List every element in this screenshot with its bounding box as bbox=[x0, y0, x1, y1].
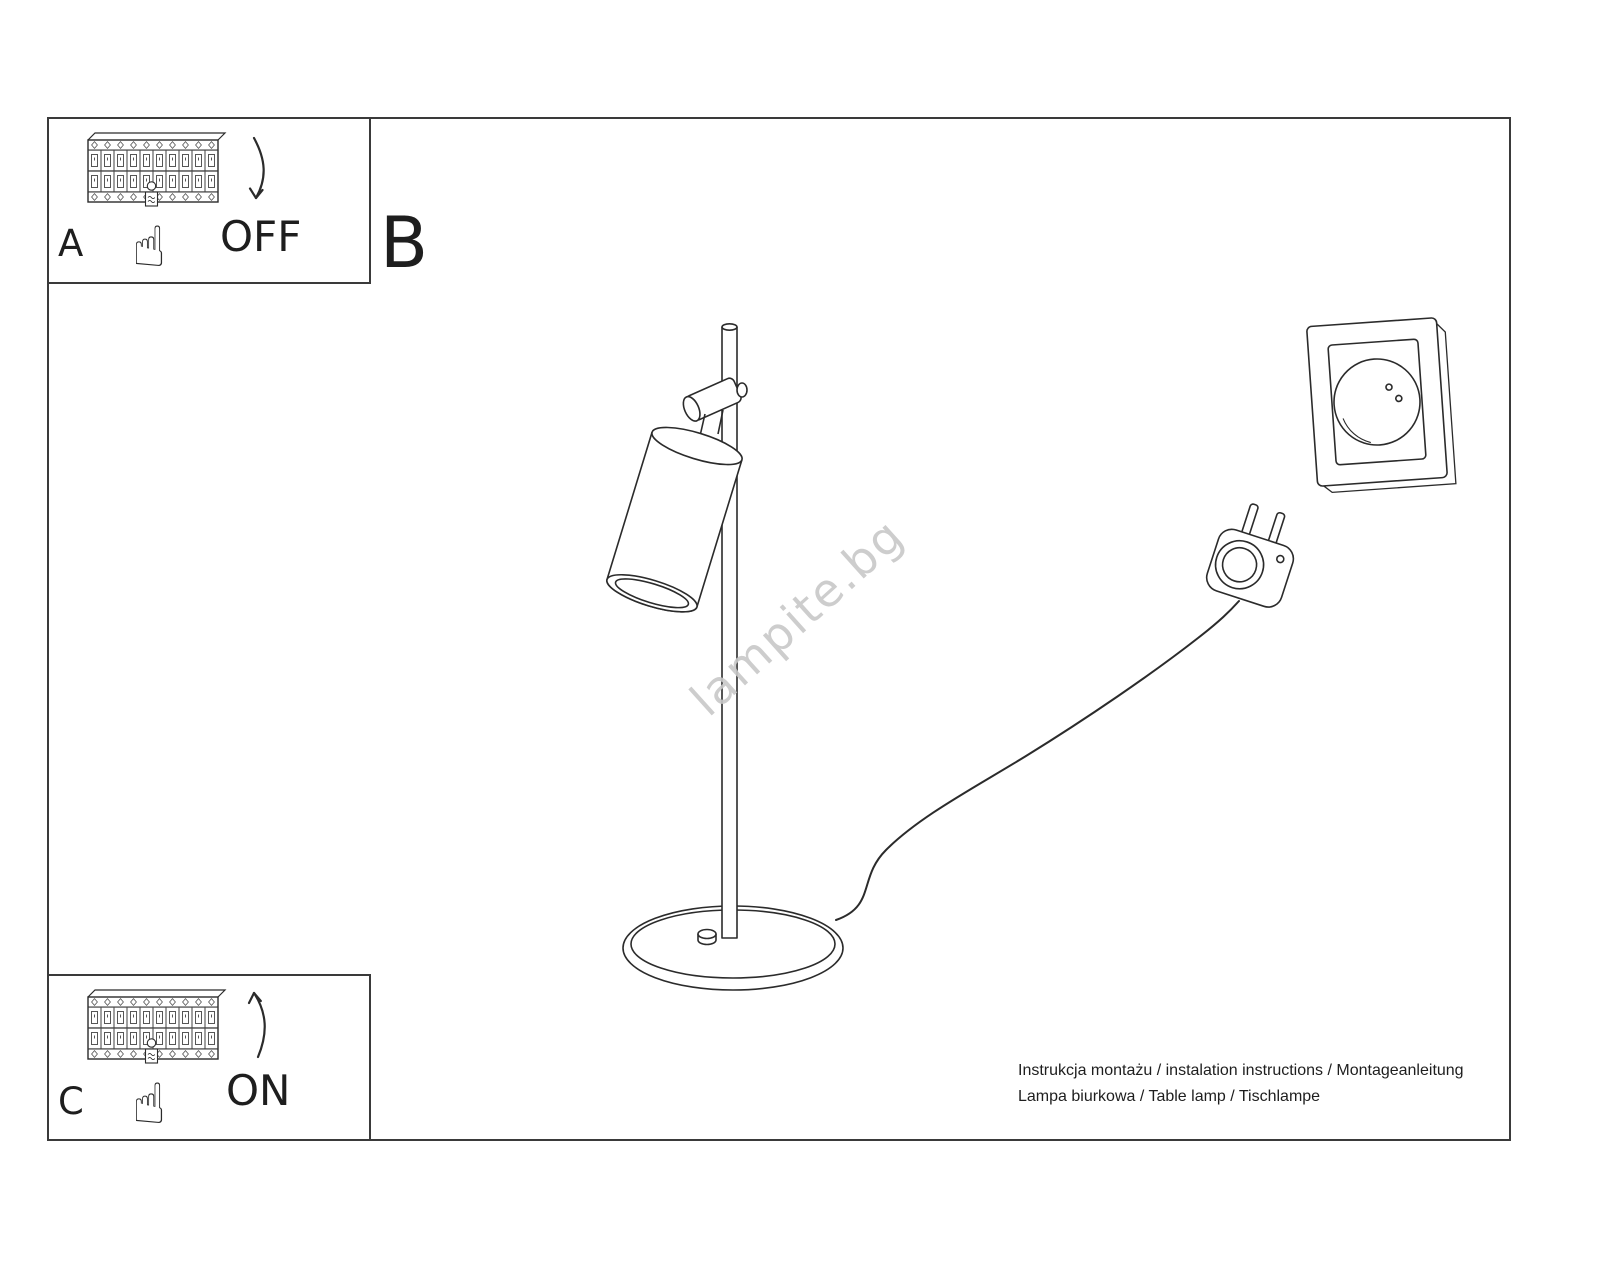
flip-up-arrow-icon bbox=[247, 991, 266, 1059]
panel-a-state-text: OFF bbox=[220, 212, 302, 261]
panel-a-label: A bbox=[58, 222, 84, 265]
lamp-base bbox=[622, 905, 844, 991]
lamp-shade bbox=[606, 426, 743, 613]
shade-neck bbox=[699, 409, 724, 437]
wall-socket-illustration bbox=[1306, 317, 1457, 494]
footer-line-2: Lampa biurkowa / Table lamp / Tischlampe bbox=[1018, 1088, 1321, 1105]
pointing-hand-icon: ☝ bbox=[132, 1072, 166, 1137]
table-lamp-illustration bbox=[606, 322, 844, 991]
flip-down-arrow-icon bbox=[248, 136, 265, 200]
panel-c-state-text: ON bbox=[226, 1066, 291, 1115]
panel-c-illustration: ☝ bbox=[87, 989, 266, 1137]
pointing-hand-icon: ☝ bbox=[132, 215, 166, 280]
power-plug-illustration bbox=[1205, 503, 1295, 608]
frame-borders bbox=[47, 117, 1511, 1141]
panel-b-label: B bbox=[380, 202, 429, 284]
joint-knob bbox=[736, 382, 748, 398]
panel-a-illustration: ☝ bbox=[87, 132, 265, 280]
panel-c-label: C bbox=[58, 1080, 84, 1123]
breaker-panel-icon bbox=[87, 132, 226, 207]
breaker-panel-icon bbox=[87, 989, 226, 1064]
footer-line-1: Instrukcja montażu / instalation instruc… bbox=[1018, 1062, 1464, 1079]
power-cord bbox=[835, 600, 1240, 921]
panel-a-box bbox=[47, 117, 371, 284]
main-border bbox=[47, 117, 1511, 1141]
lamp-pole bbox=[721, 322, 738, 939]
footer-caption: Instrukcja montażu / instalation instruc… bbox=[1018, 1058, 1464, 1110]
panel-c-box bbox=[47, 974, 371, 1141]
